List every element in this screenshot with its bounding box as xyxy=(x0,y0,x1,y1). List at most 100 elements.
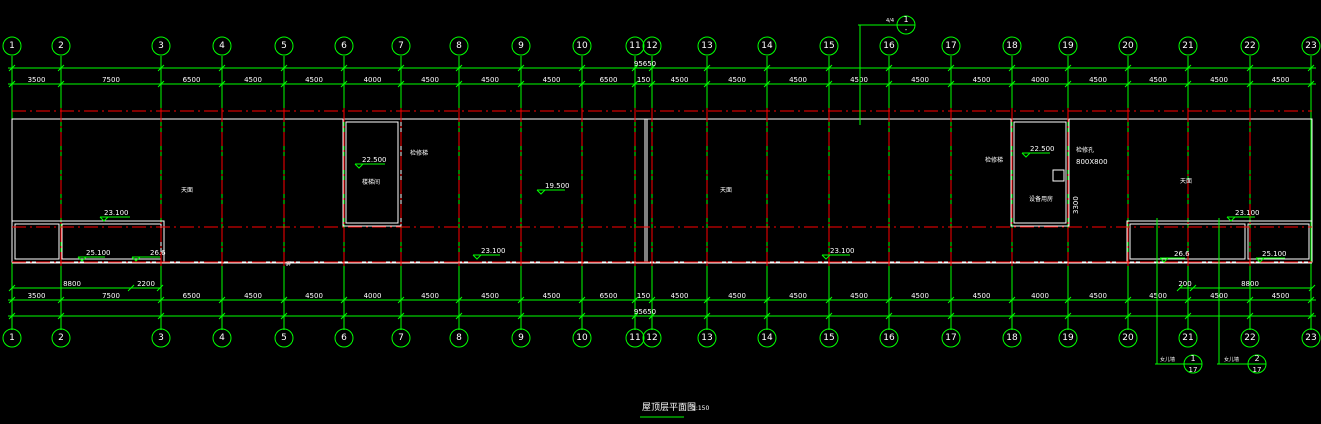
dimension-value: 4000 xyxy=(364,292,382,300)
axis-number: 13 xyxy=(701,41,712,51)
dimension-value: 3500 xyxy=(28,76,46,84)
axis-number: 1 xyxy=(9,333,15,343)
axis-bubble xyxy=(51,328,71,348)
dimension-tick xyxy=(157,296,165,304)
dimension-value: 7500 xyxy=(102,292,120,300)
dimension-tick xyxy=(825,80,833,88)
axis-bubble xyxy=(879,36,899,56)
dimension-tick xyxy=(218,64,226,72)
left-canopy-cell-b xyxy=(61,223,162,260)
axis-number: 10 xyxy=(576,41,588,51)
dimension-tick xyxy=(1124,64,1132,72)
dimension-tick xyxy=(885,312,893,320)
axis-number: 4 xyxy=(219,333,225,343)
dimension-tick xyxy=(1189,284,1197,292)
dimension-tick xyxy=(1124,312,1132,320)
detail-ref-b-num: 2 xyxy=(1254,354,1259,363)
axis-bubble xyxy=(625,328,645,348)
elev-marker xyxy=(1021,152,1050,158)
axis-bubble xyxy=(819,36,839,56)
axis-number: 22 xyxy=(1244,333,1255,343)
dimension-value: 4500 xyxy=(1272,76,1290,84)
dimension-tick xyxy=(156,284,164,292)
axis-bubble xyxy=(879,328,899,348)
dimension-tick xyxy=(947,80,955,88)
dimension-tick xyxy=(1064,80,1072,88)
dimension-tick xyxy=(578,296,586,304)
axis-number: 14 xyxy=(761,41,773,51)
axis-bubble xyxy=(757,36,777,56)
elev-marker xyxy=(1226,216,1255,222)
dimension-tick xyxy=(578,64,586,72)
dimension-tick xyxy=(57,296,65,304)
axis-bubble xyxy=(391,36,411,56)
dimension-value: 4500 xyxy=(305,76,323,84)
elevation-markers xyxy=(77,152,1285,263)
drawing-title-block: 屋顶层平面图 1:150 xyxy=(640,402,709,418)
dimension-tick xyxy=(1064,312,1072,320)
axis-bubble xyxy=(819,328,839,348)
dimension-tick xyxy=(340,296,348,304)
dimension-tick xyxy=(1176,284,1184,292)
dimension-value: 3500 xyxy=(28,292,46,300)
sub-dimension-value: 8800 xyxy=(63,280,81,288)
axis-bubble xyxy=(1058,328,1078,348)
dimension-tick xyxy=(340,312,348,320)
dimension-value: 4500 xyxy=(850,76,868,84)
axis-bubble xyxy=(1301,36,1321,56)
axis-number: 11 xyxy=(629,41,640,51)
axis-number: 20 xyxy=(1122,41,1134,51)
axis-bubble xyxy=(1240,36,1260,56)
elev-marker xyxy=(472,254,500,260)
roof-hatch xyxy=(1052,169,1065,182)
axis-bubble xyxy=(51,36,71,56)
axis-bubble xyxy=(391,328,411,348)
axis-number: 5 xyxy=(281,333,287,343)
right-vertical-dim: 3300 xyxy=(1072,196,1080,214)
axis-number: 10 xyxy=(576,333,588,343)
roof-label-right: 天面 xyxy=(1180,178,1192,185)
dimension-tick xyxy=(1246,80,1254,88)
axis-bubble xyxy=(1240,328,1260,348)
axis-number: 21 xyxy=(1182,41,1193,51)
axis-bubble xyxy=(274,36,294,56)
axis-number: 2 xyxy=(58,333,64,343)
dimension-tick xyxy=(1246,312,1254,320)
axis-number: 8 xyxy=(456,41,462,51)
dimension-tick xyxy=(947,64,955,72)
dimension-value: 4500 xyxy=(973,76,991,84)
dimension-tick xyxy=(517,296,525,304)
dimension-tick xyxy=(57,64,65,72)
axis-bubble xyxy=(151,36,171,56)
dimension-tick xyxy=(1064,64,1072,72)
axis-number: 4 xyxy=(219,41,225,51)
dimension-value: 4000 xyxy=(1031,76,1049,84)
detail-ref-top-sheet: - xyxy=(905,26,908,34)
axis-number: 7 xyxy=(398,41,404,51)
dimension-tick xyxy=(157,80,165,88)
axis-bubble xyxy=(212,328,232,348)
dimension-value: 4500 xyxy=(1089,76,1107,84)
elev-marker xyxy=(1255,257,1285,263)
dimension-tick xyxy=(340,64,348,72)
labels: 天面 天面 天面 楼梯间 设备用房 检修梯 检修梯 检修孔 800X800 轴 … xyxy=(86,145,1287,266)
elev-right-canopy: 23.100 xyxy=(1235,209,1260,217)
dimension-tick xyxy=(157,312,165,320)
dimension-value: 4500 xyxy=(481,292,499,300)
elev-marker xyxy=(1159,257,1185,263)
elev-right-lower2: 25.100 xyxy=(1262,250,1287,258)
dimension-tick xyxy=(455,296,463,304)
axis-number: 17 xyxy=(945,41,956,51)
dimension-value: 4500 xyxy=(543,76,561,84)
dimension-tick xyxy=(703,296,711,304)
dimension-tick xyxy=(885,64,893,72)
stair-room-left-inner xyxy=(345,121,399,224)
elev-stair-right: 22.500 xyxy=(1030,145,1055,153)
axis-number: 5 xyxy=(281,41,287,51)
dimension-value: 4000 xyxy=(1031,292,1049,300)
dimension-tick xyxy=(397,312,405,320)
dimension-value: 4500 xyxy=(481,76,499,84)
dimension-tick xyxy=(280,64,288,72)
dimension-tick xyxy=(648,312,656,320)
